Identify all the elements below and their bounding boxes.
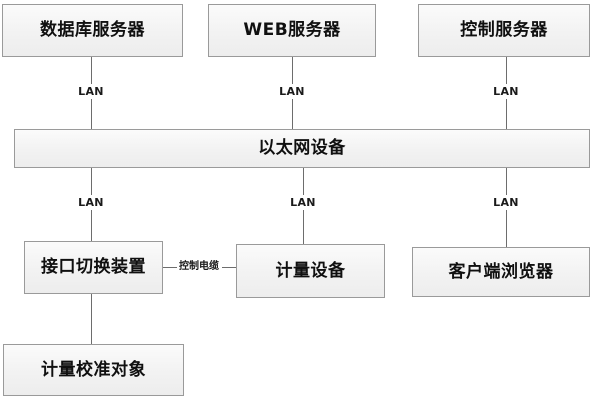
node-database-server[interactable]: 数据库服务器 — [2, 4, 183, 57]
node-ethernet-device-label: 以太网设备 — [258, 138, 346, 159]
node-web-server[interactable]: WEB服务器 — [208, 4, 376, 57]
node-database-server-label: 数据库服务器 — [40, 20, 145, 41]
connector-control-cable-left-stub — [163, 267, 177, 268]
node-control-server-label: 控制服务器 — [460, 20, 548, 41]
node-web-server-label: WEB服务器 — [243, 21, 340, 40]
connector-control-cable-right-stub — [222, 267, 236, 268]
node-metering-device[interactable]: 计量设备 — [236, 244, 385, 298]
node-calibration-object[interactable]: 计量校准对象 — [3, 344, 184, 396]
link-label-control-cable: 控制电缆 — [177, 261, 221, 273]
node-control-server[interactable]: 控制服务器 — [418, 4, 590, 57]
node-web-server-suffix: 服务器 — [288, 20, 341, 41]
link-label-lan-database: LAN — [75, 84, 107, 99]
link-label-lan-control: LAN — [490, 84, 522, 99]
link-label-lan-interface-switch: LAN — [75, 195, 107, 210]
node-client-browser[interactable]: 客户端浏览器 — [412, 247, 590, 297]
link-label-lan-metering-device: LAN — [287, 195, 319, 210]
link-label-lan-web: LAN — [276, 84, 308, 99]
node-ethernet-device[interactable]: 以太网设备 — [14, 129, 590, 168]
node-web-server-prefix: WEB — [243, 20, 289, 41]
node-metering-device-label: 计量设备 — [275, 260, 346, 281]
node-interface-switch-label: 接口切换装置 — [41, 257, 146, 278]
node-calibration-object-label: 计量校准对象 — [41, 359, 146, 380]
connector-interface-switch-to-calibration-object — [91, 294, 92, 344]
link-label-lan-client-browser: LAN — [490, 195, 522, 210]
node-client-browser-label: 客户端浏览器 — [448, 261, 554, 282]
node-interface-switch[interactable]: 接口切换装置 — [24, 241, 163, 294]
